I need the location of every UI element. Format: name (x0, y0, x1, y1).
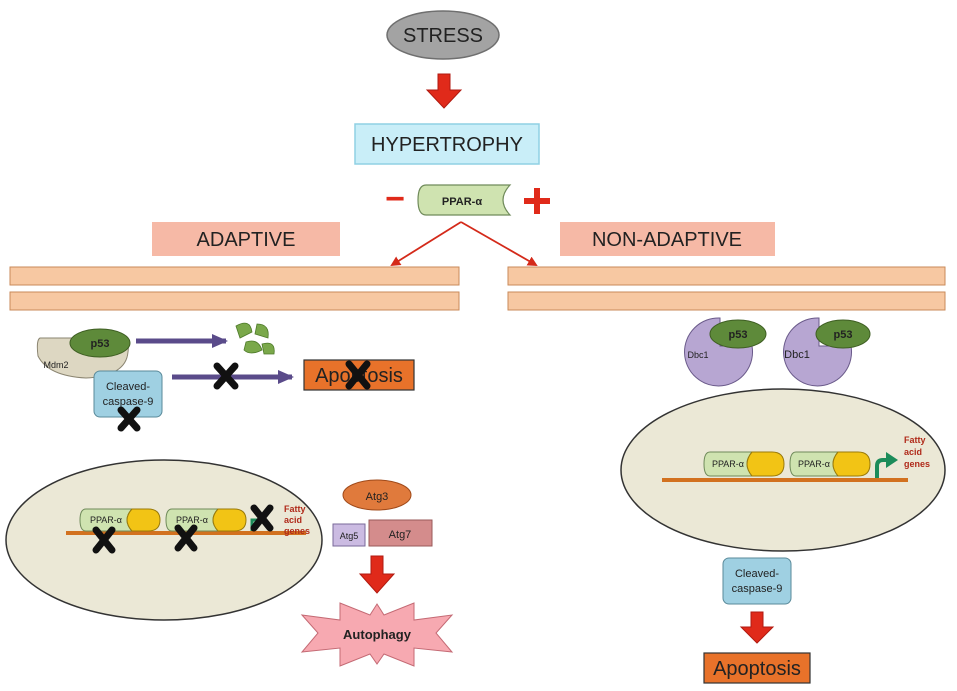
autophagy-star (300, 602, 454, 667)
adaptive-label: ADAPTIVE (197, 229, 296, 251)
stress-node (386, 10, 500, 60)
ppar-right-2-label: PPAR-α (798, 459, 830, 469)
apoptosis-right-label: Apoptosis (713, 658, 801, 680)
dbc1-2-shape (783, 317, 853, 387)
block-cross-1 (213, 362, 239, 390)
p53-right-2 (815, 319, 871, 349)
p53-right-1-label: p53 (729, 329, 748, 341)
p53-right-1 (709, 319, 767, 349)
atg7-box (368, 519, 433, 547)
gene-arrow-right-head (886, 452, 898, 468)
caspase-right-line2: caspase-9 (732, 583, 783, 595)
fatty-left-line2: acid (284, 515, 302, 525)
partner-right-1 (746, 451, 785, 477)
ppar-left-1-label: PPAR-α (90, 515, 122, 525)
ppar-right-1-label: PPAR-α (712, 459, 744, 469)
fatty-left-line1: Fatty (284, 504, 306, 514)
fatty-left-line3: genes (284, 526, 310, 536)
dbc1-1-label: Dbc1 (687, 350, 708, 360)
atg-to-autophagy-arrow (358, 555, 396, 594)
atg7-label: Atg7 (389, 529, 412, 541)
block-cross-dna-1 (92, 526, 116, 554)
ppar-left-2-label: PPAR-α (176, 515, 208, 525)
block-cross-apoptosis (345, 360, 371, 390)
ppar-top-shape (417, 184, 512, 216)
nucleus-left (5, 459, 323, 621)
membrane-left-top (9, 266, 460, 286)
hypertrophy-label: HYPERTROPHY (371, 134, 523, 156)
non-adaptive-label: NON-ADAPTIVE (592, 229, 742, 251)
p53-left (69, 328, 131, 358)
ppar-top-label: PPAR-α (442, 196, 482, 208)
partner-right-2 (832, 451, 871, 477)
membrane-right-top (507, 266, 946, 286)
mdm2-label: Mdm2 (43, 360, 68, 370)
fatty-right-line2: acid (904, 447, 922, 457)
p53-right-2-label: p53 (834, 329, 853, 341)
degraded-p53-fragments (235, 322, 275, 355)
fatty-right-line1: Fatty (904, 435, 926, 445)
atg5-box (332, 523, 366, 547)
caspase-left-line2: caspase-9 (103, 396, 154, 408)
caspase-left-box (93, 370, 163, 418)
dbc1-2-label: Dbc1 (784, 349, 810, 361)
stress-to-hypertrophy-arrow (425, 73, 463, 109)
minus-sign: − (385, 180, 405, 218)
fatty-right-line3: genes (904, 459, 930, 469)
caspase-right-line1: Cleaved- (735, 568, 779, 580)
adaptive-banner (152, 222, 340, 256)
membrane-left-bottom (9, 291, 460, 311)
arrow-to-non-adaptive (460, 221, 538, 266)
block-cross-gene (250, 504, 274, 532)
partner-left-2 (212, 508, 247, 532)
caspase-to-apoptosis-arrow (739, 611, 775, 644)
partner-left-1 (126, 508, 161, 532)
atg5-label: Atg5 (340, 531, 359, 541)
dbc1-1-shape (684, 317, 754, 387)
arrow-to-adaptive (390, 221, 462, 267)
apoptosis-right-box (703, 652, 811, 684)
atg3-label: Atg3 (366, 491, 389, 503)
atg3-node (342, 479, 412, 511)
gene-arrow-right (875, 458, 888, 478)
non-adaptive-banner (560, 222, 775, 256)
p53-left-label: p53 (91, 338, 110, 350)
caspase-right-box (722, 557, 792, 605)
autophagy-label: Autophagy (343, 627, 412, 642)
block-cross-caspase (117, 406, 141, 432)
caspase-left-line1: Cleaved- (106, 381, 150, 393)
stress-label: STRESS (403, 25, 483, 47)
block-cross-dna-2 (174, 524, 198, 552)
plus-sign (524, 188, 550, 214)
membrane-right-bottom (507, 291, 946, 311)
hypertrophy-box (354, 123, 540, 165)
